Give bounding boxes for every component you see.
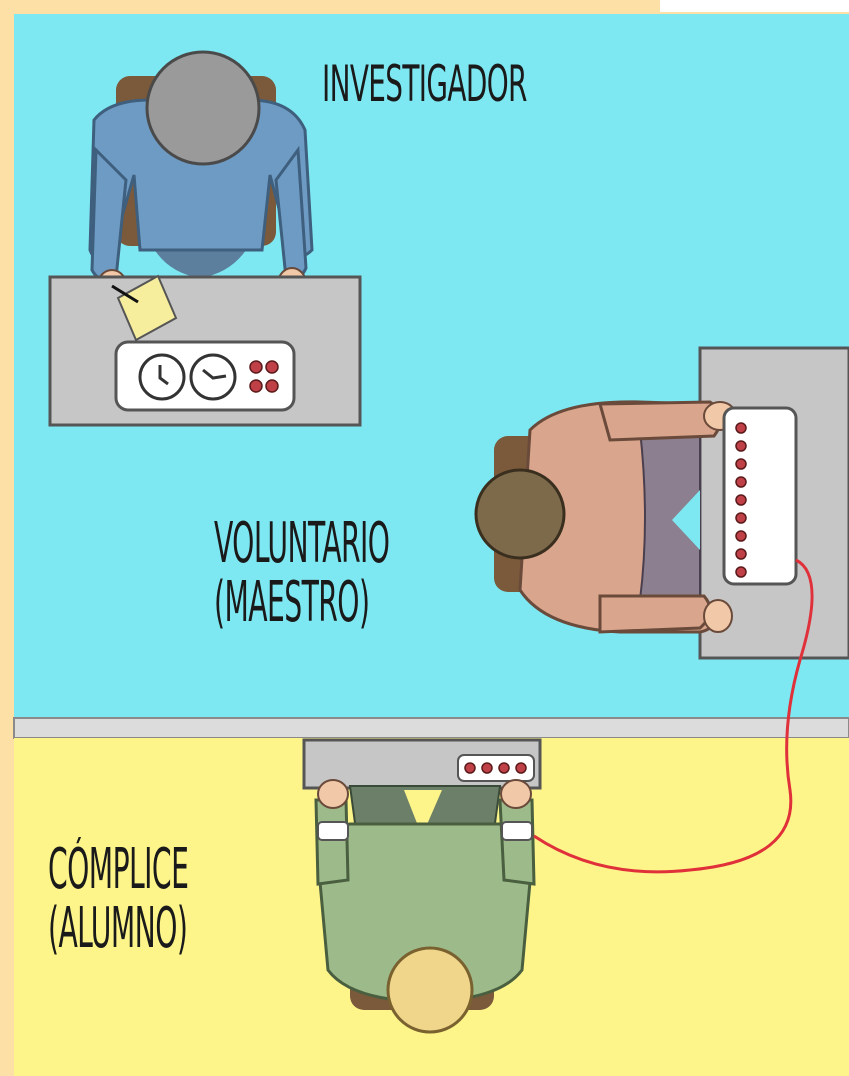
investigator-label-text: INVESTIGADOR <box>322 58 527 111</box>
volunteer-label-line2: (MAESTRO) <box>214 573 389 632</box>
accomplice-label-line1: CÓMPLICE <box>48 840 188 899</box>
accomplice-label-line2: (ALUMNO) <box>48 899 188 958</box>
shock-button-panel-icon <box>736 423 746 577</box>
accomplice-head <box>388 948 472 1032</box>
accomplice-label: CÓMPLICE (ALUMNO) <box>48 840 188 959</box>
volunteer-label-line1: VOLUNTARIO <box>214 514 389 573</box>
dividing-wall <box>14 718 849 738</box>
investigator-head <box>147 52 259 164</box>
volunteer-label: VOLUNTARIO (MAESTRO) <box>214 514 389 633</box>
volunteer-head <box>476 470 564 558</box>
shock-generator <box>724 408 796 584</box>
investigator-label: INVESTIGADOR <box>322 58 527 111</box>
corner-gap <box>660 0 849 12</box>
